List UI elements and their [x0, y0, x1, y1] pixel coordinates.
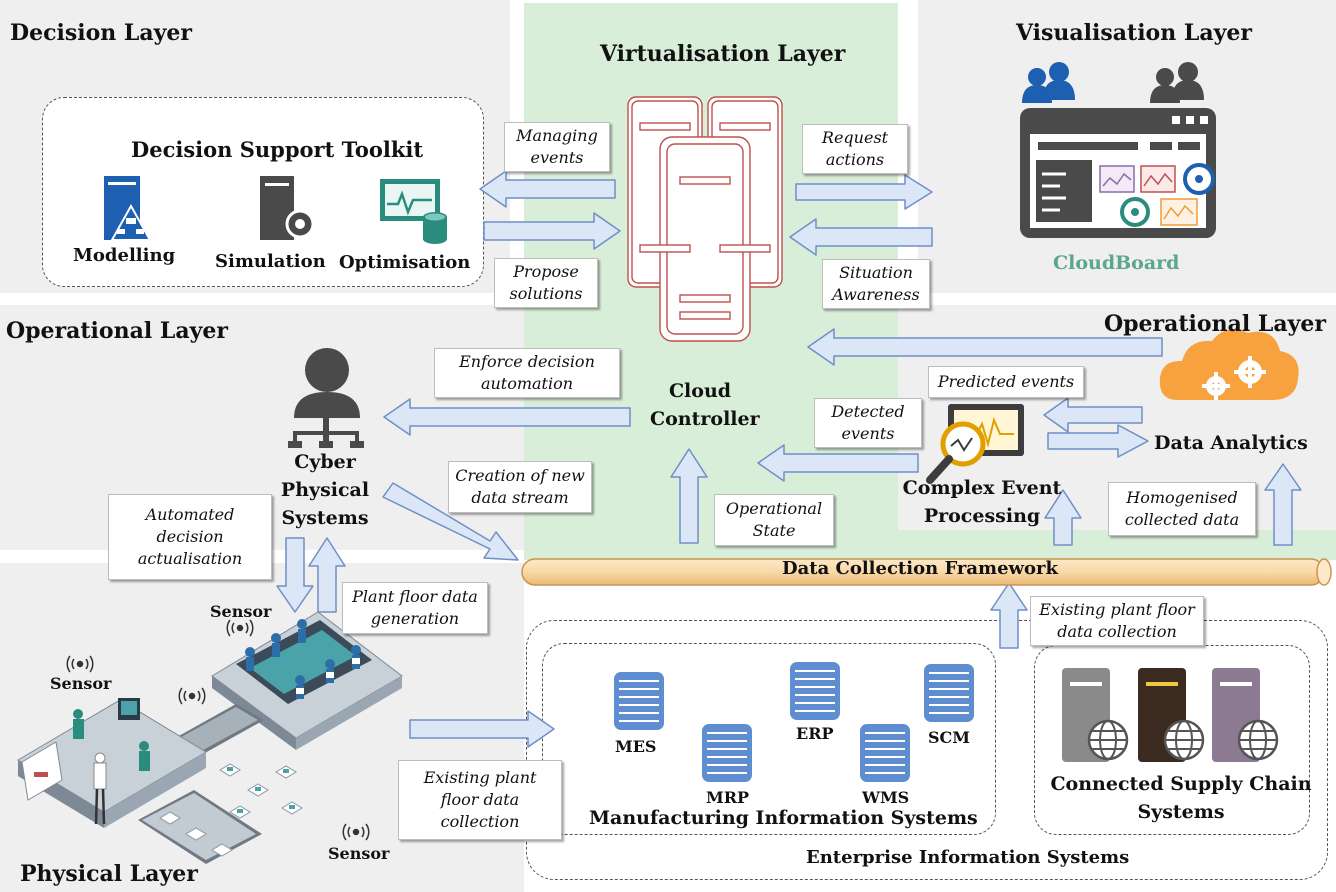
cps-label: Cyber Physical Systems [280, 451, 370, 529]
arrow-factory-to-mis [409, 710, 555, 748]
arrow-cps-up [308, 537, 346, 613]
simulation-label: Simulation [215, 251, 326, 272]
simulation-icon [260, 176, 315, 240]
data-collection-pipe [521, 558, 1332, 586]
arrow-situation-awareness [789, 218, 933, 256]
mrp-server-icon [701, 723, 753, 783]
data-analytics-label: Data Analytics [1154, 432, 1308, 454]
callout-creation-stream: Creation of new data stream [448, 461, 592, 513]
arrow-predicted-events [1043, 397, 1143, 433]
arrow-enforce-decision [383, 398, 631, 436]
supply-chain-server-purple-icon [1212, 668, 1279, 762]
supply-chain-title: Connected Supply Chain Systems [1050, 773, 1312, 823]
arrow-request-actions [795, 174, 933, 210]
callout-existing-collection-left: Existing plant floor data collection [398, 760, 562, 840]
mes-label: MES [615, 737, 657, 756]
cps-person-icon [288, 348, 364, 448]
physical-layer-title: Physical Layer [20, 861, 198, 887]
scm-label: SCM [928, 728, 970, 747]
mrp-label: MRP [706, 788, 750, 807]
operational-layer-left-title: Operational Layer [6, 318, 228, 344]
cloud-controller-label: Cloud Controller [650, 380, 760, 430]
arrow-enterprise-to-dcf [990, 582, 1028, 649]
wms-server-icon [859, 723, 911, 783]
virtualisation-layer-title: Virtualisation Layer [600, 41, 846, 67]
mis-box [542, 643, 996, 835]
operational-layer-right-title: Operational Layer [1104, 311, 1326, 337]
cloudboard-label: CloudBoard [1053, 252, 1180, 274]
callout-predicted-events: Predicted events [928, 366, 1084, 398]
sensor-icons [66, 619, 370, 841]
mes-server-icon [613, 671, 665, 731]
mis-title: Manufacturing Information Systems [589, 807, 978, 829]
callout-plant-floor-generation: Plant floor data generation [342, 582, 488, 634]
callout-existing-collection-right: Existing plant floor data collection [1030, 596, 1204, 646]
callout-request-actions: Request actions [802, 124, 908, 174]
arrow-dcf-to-analytics [1264, 463, 1302, 546]
callout-enforce-decision: Enforce decision automation [434, 348, 620, 398]
scm-server-icon [923, 663, 975, 723]
factory-illustration [17, 611, 403, 864]
cloudboard-dashboard-icon [1020, 108, 1216, 238]
callout-propose-solutions: Propose solutions [494, 258, 598, 308]
modelling-icon [104, 176, 152, 241]
optimisation-label: Optimisation [339, 252, 471, 273]
callout-detected-events: Detected events [814, 398, 922, 448]
enterprise-systems-title: Enterprise Information Systems [806, 847, 1130, 868]
decision-toolkit-title: Decision Support Toolkit [131, 137, 424, 162]
data-collection-framework-label: Data Collection Framework [782, 558, 1059, 579]
erp-server-icon [789, 661, 841, 721]
callout-managing-events: Managing events [504, 122, 610, 172]
decision-layer-title: Decision Layer [10, 20, 192, 46]
modelling-label: Modelling [73, 245, 176, 266]
arrow-propose-solutions [483, 212, 621, 250]
arrow-analytics-to-cloud [807, 328, 1163, 366]
callout-operational-state: Operational State [714, 494, 834, 546]
supply-chain-server-grey-icon [1062, 668, 1129, 762]
arrow-detected-events [757, 444, 919, 482]
sensor-label-bottom: Sensor [328, 844, 390, 863]
users-blue-icon [1022, 62, 1075, 103]
callout-automated-actualisation: Automated decision actualisation [108, 494, 272, 580]
arrow-creation-stream [382, 482, 519, 561]
data-analytics-cloud-icon [1159, 329, 1299, 400]
sensor-label-top: Sensor [210, 602, 272, 621]
callout-situation-awareness: Situation Awareness [822, 259, 930, 309]
arrow-cep-to-analytics [1047, 424, 1149, 458]
arrow-operational-state [670, 448, 708, 544]
users-dark-icon [1150, 62, 1204, 103]
arrow-cps-down [276, 537, 314, 613]
erp-label: ERP [796, 724, 834, 743]
wms-label: WMS [862, 788, 910, 807]
cep-label: Complex Event Processing [902, 477, 1062, 527]
supply-chain-server-brown-icon [1138, 668, 1205, 762]
optimisation-icon [380, 179, 447, 244]
cloud-server-icon [627, 96, 783, 342]
callout-homogenised: Homogenised collected data [1108, 482, 1256, 536]
sensor-label-left: Sensor [50, 674, 112, 693]
visualisation-layer-title: Visualisation Layer [1016, 20, 1252, 46]
cep-monitor-icon [926, 404, 1024, 484]
arrow-managing-events [479, 170, 616, 208]
arrow-dcf-to-cep [1044, 489, 1082, 546]
